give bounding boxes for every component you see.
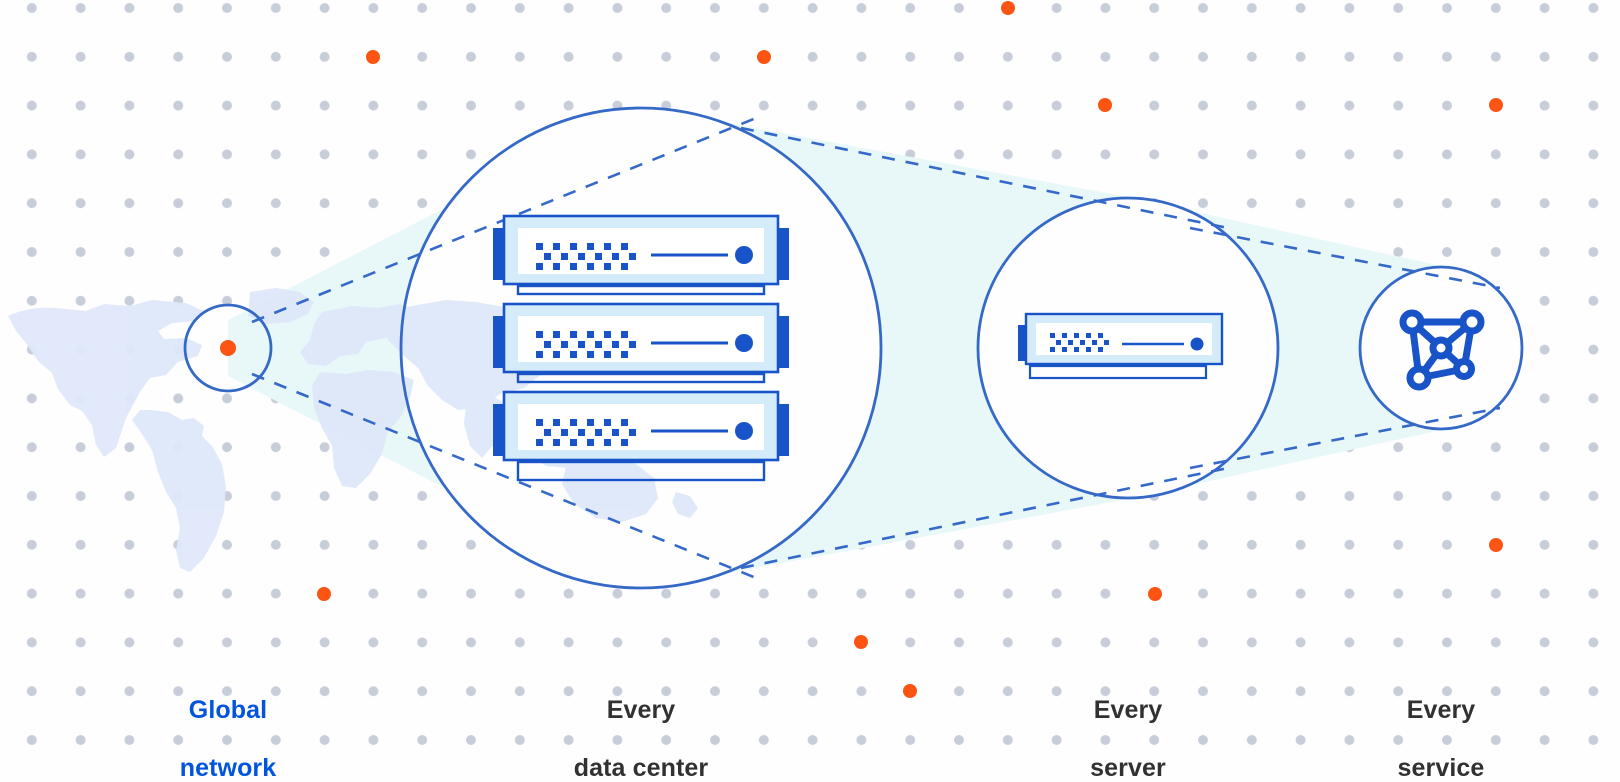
accent-dot (1148, 587, 1162, 601)
accent-dot (366, 50, 380, 64)
accent-dot (903, 684, 917, 698)
graph-node (1459, 309, 1485, 335)
graph-node (1399, 309, 1425, 335)
global-network-circle (183, 303, 273, 393)
server-circle (976, 196, 1280, 500)
data-center-circle (399, 106, 883, 590)
accent-dots (317, 1, 1503, 698)
accent-dot (1098, 98, 1112, 112)
server-unit-icon (1018, 312, 1224, 380)
graph-node (1406, 365, 1432, 391)
accent-dot (1489, 538, 1503, 552)
server-rack-icon (493, 214, 789, 482)
global-network-location-dot (220, 340, 236, 356)
stage-service[interactable] (1358, 265, 1524, 431)
stage-global-network[interactable] (183, 303, 273, 393)
status-led-icon (735, 246, 753, 264)
server-unit (493, 390, 789, 482)
stage-server[interactable] (976, 196, 1280, 500)
stage-data-center[interactable] (399, 106, 883, 590)
status-led-icon (735, 422, 753, 440)
status-led-icon (735, 334, 753, 352)
accent-dot (1489, 98, 1503, 112)
accent-dot (317, 587, 331, 601)
accent-dot (854, 635, 868, 649)
status-led-icon (1190, 337, 1204, 351)
server-unit (493, 214, 789, 296)
server-unit (493, 302, 789, 384)
graph-node (1429, 336, 1453, 360)
network-graph-icon (1399, 309, 1485, 391)
accent-dot (1001, 1, 1015, 15)
service-circle (1358, 265, 1524, 431)
graph-node (1453, 358, 1475, 380)
accent-dot (757, 50, 771, 64)
